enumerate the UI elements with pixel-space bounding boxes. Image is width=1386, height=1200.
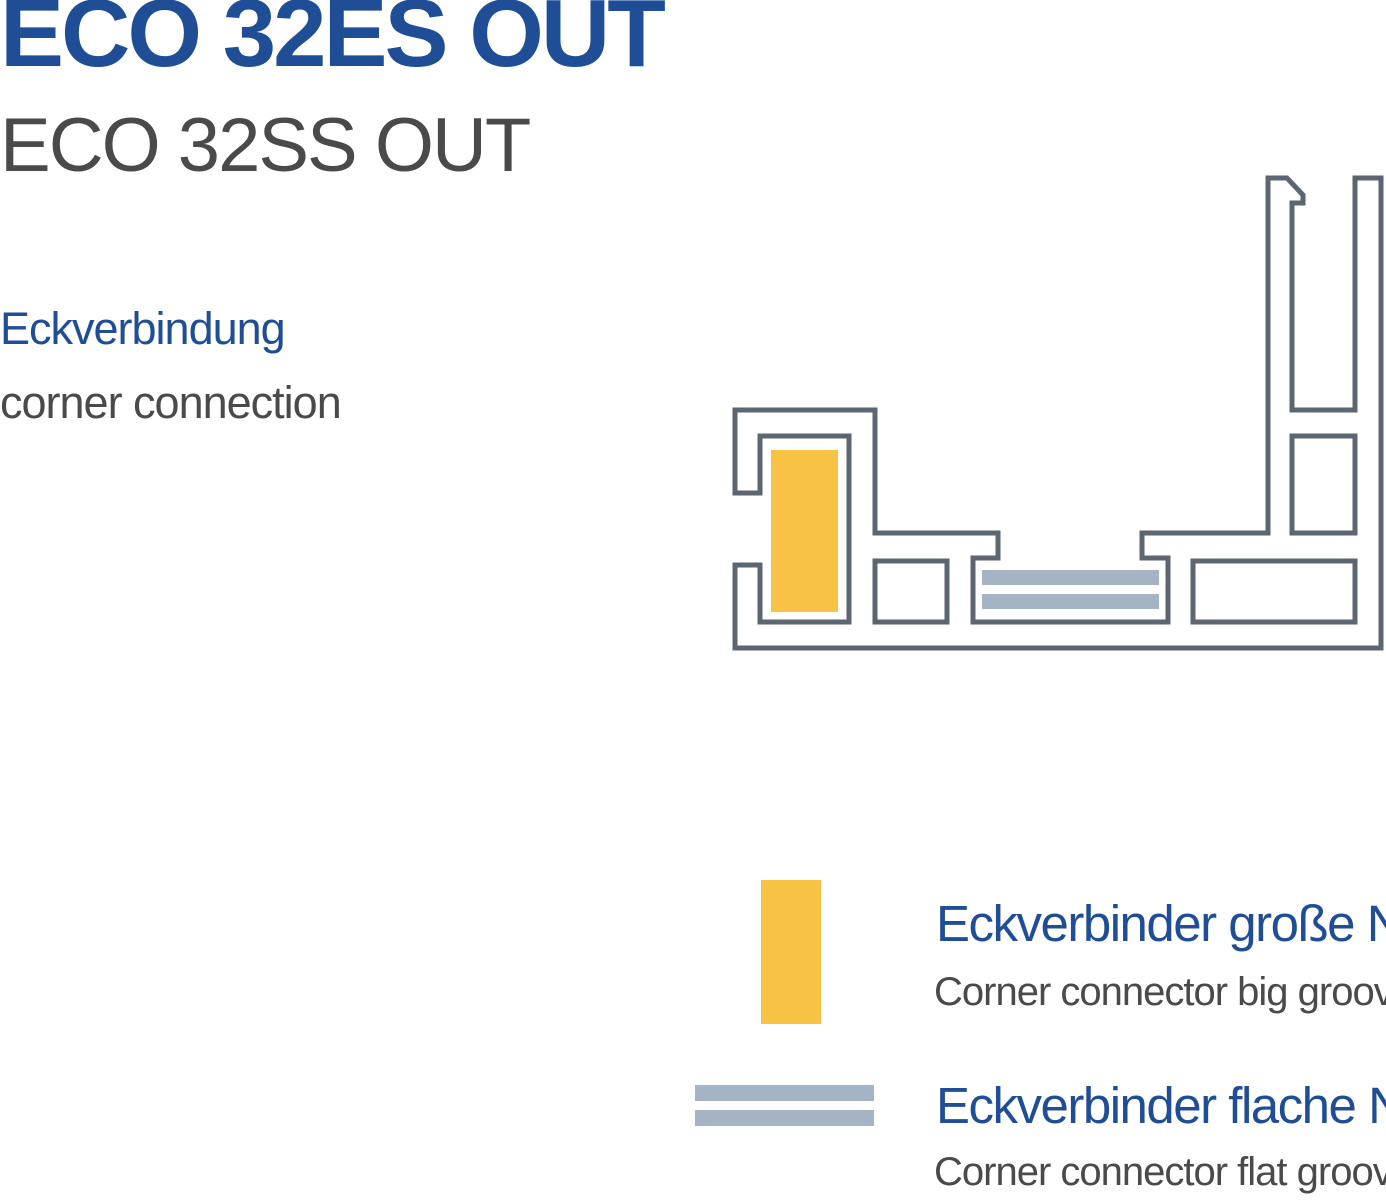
legend-label-flat-groove-de: Eckverbinder flache Nut: [936, 1077, 1386, 1134]
profile-chamber-upper-right: [1289, 433, 1358, 536]
connector-flat-groove-bar-top: [982, 570, 1159, 585]
legend-label-big-groove-en: Corner connector big groove: [934, 970, 1386, 1014]
profile-chamber-left: [872, 558, 950, 625]
connector-big-groove: [771, 450, 838, 612]
page-title: ECO 32ES OUT: [0, 0, 666, 87]
page-subtitle: ECO 32SS OUT: [0, 103, 531, 188]
legend-label-flat-groove-en: Corner connector flat groove: [934, 1150, 1386, 1194]
legend-swatch-big-groove: [761, 880, 821, 1024]
profile-outline: [732, 175, 1384, 651]
profile-chamber-bottom-right: [1190, 558, 1358, 625]
section-label-de: Eckverbindung: [0, 303, 286, 354]
legend-label-big-groove-de: Eckverbinder große Nut: [936, 895, 1386, 952]
legend-swatch-flat-groove-top: [695, 1085, 874, 1101]
section-label-en: corner connection: [0, 377, 342, 428]
connector-flat-groove-bar-bottom: [982, 594, 1159, 609]
legend-swatch-flat-groove-bottom: [695, 1110, 874, 1126]
